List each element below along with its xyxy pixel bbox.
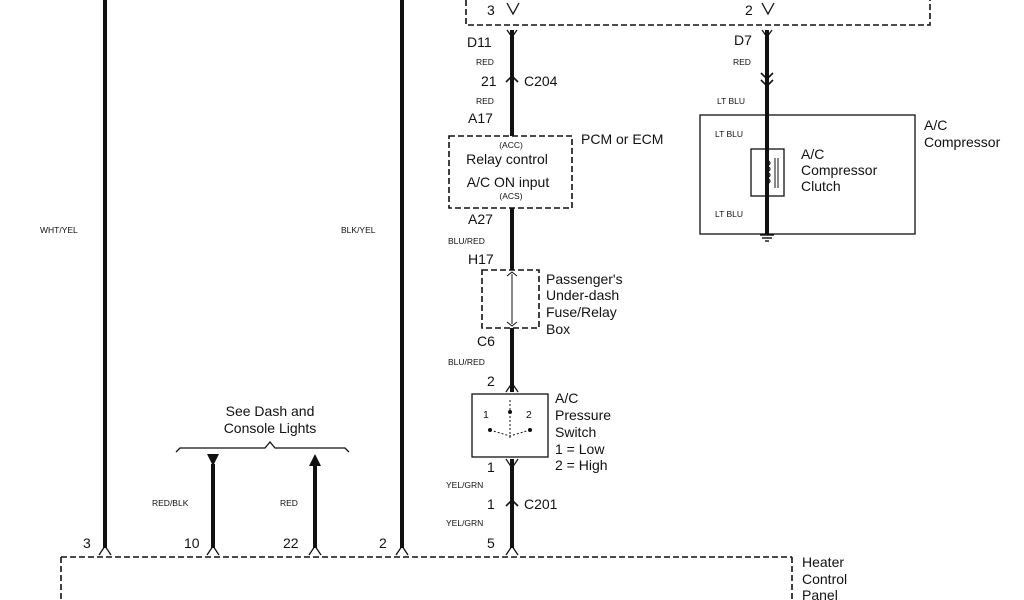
clutch-line1: A/C xyxy=(801,146,824,162)
heater-terminal-22 xyxy=(308,544,322,556)
top-pin-left: 3 xyxy=(487,2,495,18)
clutch-line3: Clutch xyxy=(801,178,841,194)
fuse-box-line1: Passenger's xyxy=(546,271,623,287)
switch-node-left xyxy=(488,428,492,432)
pcm-ac-on-input: A/C ON input xyxy=(467,174,550,190)
compressor-connector-2 xyxy=(760,79,774,88)
compressor-red-label: RED xyxy=(733,57,751,67)
red-blk-arrow-icon xyxy=(207,454,219,466)
heater-terminal-5 xyxy=(505,544,519,556)
switch-line1: A/C xyxy=(555,390,578,406)
a17-label: A17 xyxy=(468,110,493,126)
c204-pin: 21 xyxy=(481,73,497,89)
switch-line4: 1 = Low xyxy=(555,441,605,457)
blu-red-label-2: BLU/RED xyxy=(448,357,485,367)
heater-panel-line1: Heater xyxy=(802,554,844,570)
red-label-2: RED xyxy=(476,96,494,106)
c6-label: C6 xyxy=(477,333,495,349)
fuse-relay-box xyxy=(481,269,540,329)
pcm-acs: (ACS) xyxy=(499,191,522,201)
dash-lights-bracket xyxy=(175,440,350,453)
ground-icon xyxy=(760,234,774,242)
lt-blu-label-3: LT BLU xyxy=(715,209,743,219)
a27-label: A27 xyxy=(468,211,493,227)
compressor-box xyxy=(699,114,916,235)
dash-lights-line1: See Dash and xyxy=(226,403,315,419)
switch-node-right xyxy=(528,428,532,432)
fuse-box-line2: Under-dash xyxy=(546,287,619,303)
top-component-box xyxy=(465,0,931,26)
red-arrow-icon xyxy=(309,454,321,466)
heater-pin-22: 22 xyxy=(283,535,299,551)
blk-yel-label: BLK/YEL xyxy=(341,225,376,235)
switch-node-center xyxy=(508,410,512,414)
switch-line5: 2 = High xyxy=(555,457,608,473)
wht-yel-label: WHT/YEL xyxy=(40,225,78,235)
fuse-box-line4: Box xyxy=(546,321,570,337)
yel-grn-label-1: YEL/GRN xyxy=(446,480,483,490)
yel-grn-label-2: YEL/GRN xyxy=(446,518,483,528)
c204-connector-icon xyxy=(505,74,519,83)
pcm-acc: (ACC) xyxy=(499,140,523,150)
compressor-connector-1 xyxy=(760,72,774,81)
switch-contact-arms xyxy=(489,429,531,437)
pcm-relay-control: Relay control xyxy=(466,151,548,167)
heater-terminal-2 xyxy=(395,544,409,556)
c204-label: C204 xyxy=(524,73,558,89)
red-label: RED xyxy=(280,498,298,508)
compressor-name-line2: Compressor xyxy=(924,134,1001,150)
switch-contact-1: 1 xyxy=(483,409,489,421)
pcm-name: PCM or ECM xyxy=(581,131,663,147)
top-pin-right: 2 xyxy=(745,2,753,18)
heater-pin-10: 10 xyxy=(184,535,200,551)
top-terminal-right xyxy=(761,2,775,16)
d11-label: D11 xyxy=(467,34,492,50)
d7-label: D7 xyxy=(734,32,752,48)
c201-pin: 1 xyxy=(487,496,495,512)
lt-blu-label-2: LT BLU xyxy=(715,129,743,139)
clutch-coil-icon xyxy=(765,159,771,185)
switch-top-terminal xyxy=(505,381,519,393)
fuse-bottom-mark xyxy=(506,321,518,327)
switch-contact-2: 2 xyxy=(526,409,532,421)
red-label-1: RED xyxy=(476,57,494,67)
pressure-switch-box xyxy=(471,393,549,458)
top-terminal-left xyxy=(506,2,520,16)
c201-connector-icon xyxy=(505,498,519,507)
h17-label: H17 xyxy=(468,251,494,267)
switch-line3: Switch xyxy=(555,424,596,440)
switch-line2: Pressure xyxy=(555,407,611,423)
heater-pin-3: 3 xyxy=(83,535,91,551)
heater-panel-line2: Control xyxy=(802,571,847,587)
d11-terminal xyxy=(506,29,518,39)
heater-terminal-10 xyxy=(206,544,220,556)
heater-terminal-3 xyxy=(98,544,112,556)
heater-panel-line3: Panel xyxy=(802,587,838,600)
switch-pin-top: 2 xyxy=(487,373,495,389)
dash-lights-line2: Console Lights xyxy=(224,420,317,436)
switch-pin-bottom: 1 xyxy=(487,459,495,475)
heater-pin-2: 2 xyxy=(379,535,387,551)
red-blk-label: RED/BLK xyxy=(152,498,189,508)
c201-label: C201 xyxy=(524,496,558,512)
heater-pin-5: 5 xyxy=(487,535,495,551)
clutch-coil-box xyxy=(750,148,785,197)
lt-blu-label-1: LT BLU xyxy=(717,96,745,106)
compressor-name-line1: A/C xyxy=(924,117,947,133)
blu-red-label-1: BLU/RED xyxy=(448,236,485,246)
clutch-line2: Compressor xyxy=(801,162,878,178)
switch-bottom-terminal xyxy=(505,458,519,470)
d7-terminal xyxy=(761,29,773,39)
fuse-box-line3: Fuse/Relay xyxy=(546,304,617,320)
fuse-top-mark xyxy=(506,271,518,277)
